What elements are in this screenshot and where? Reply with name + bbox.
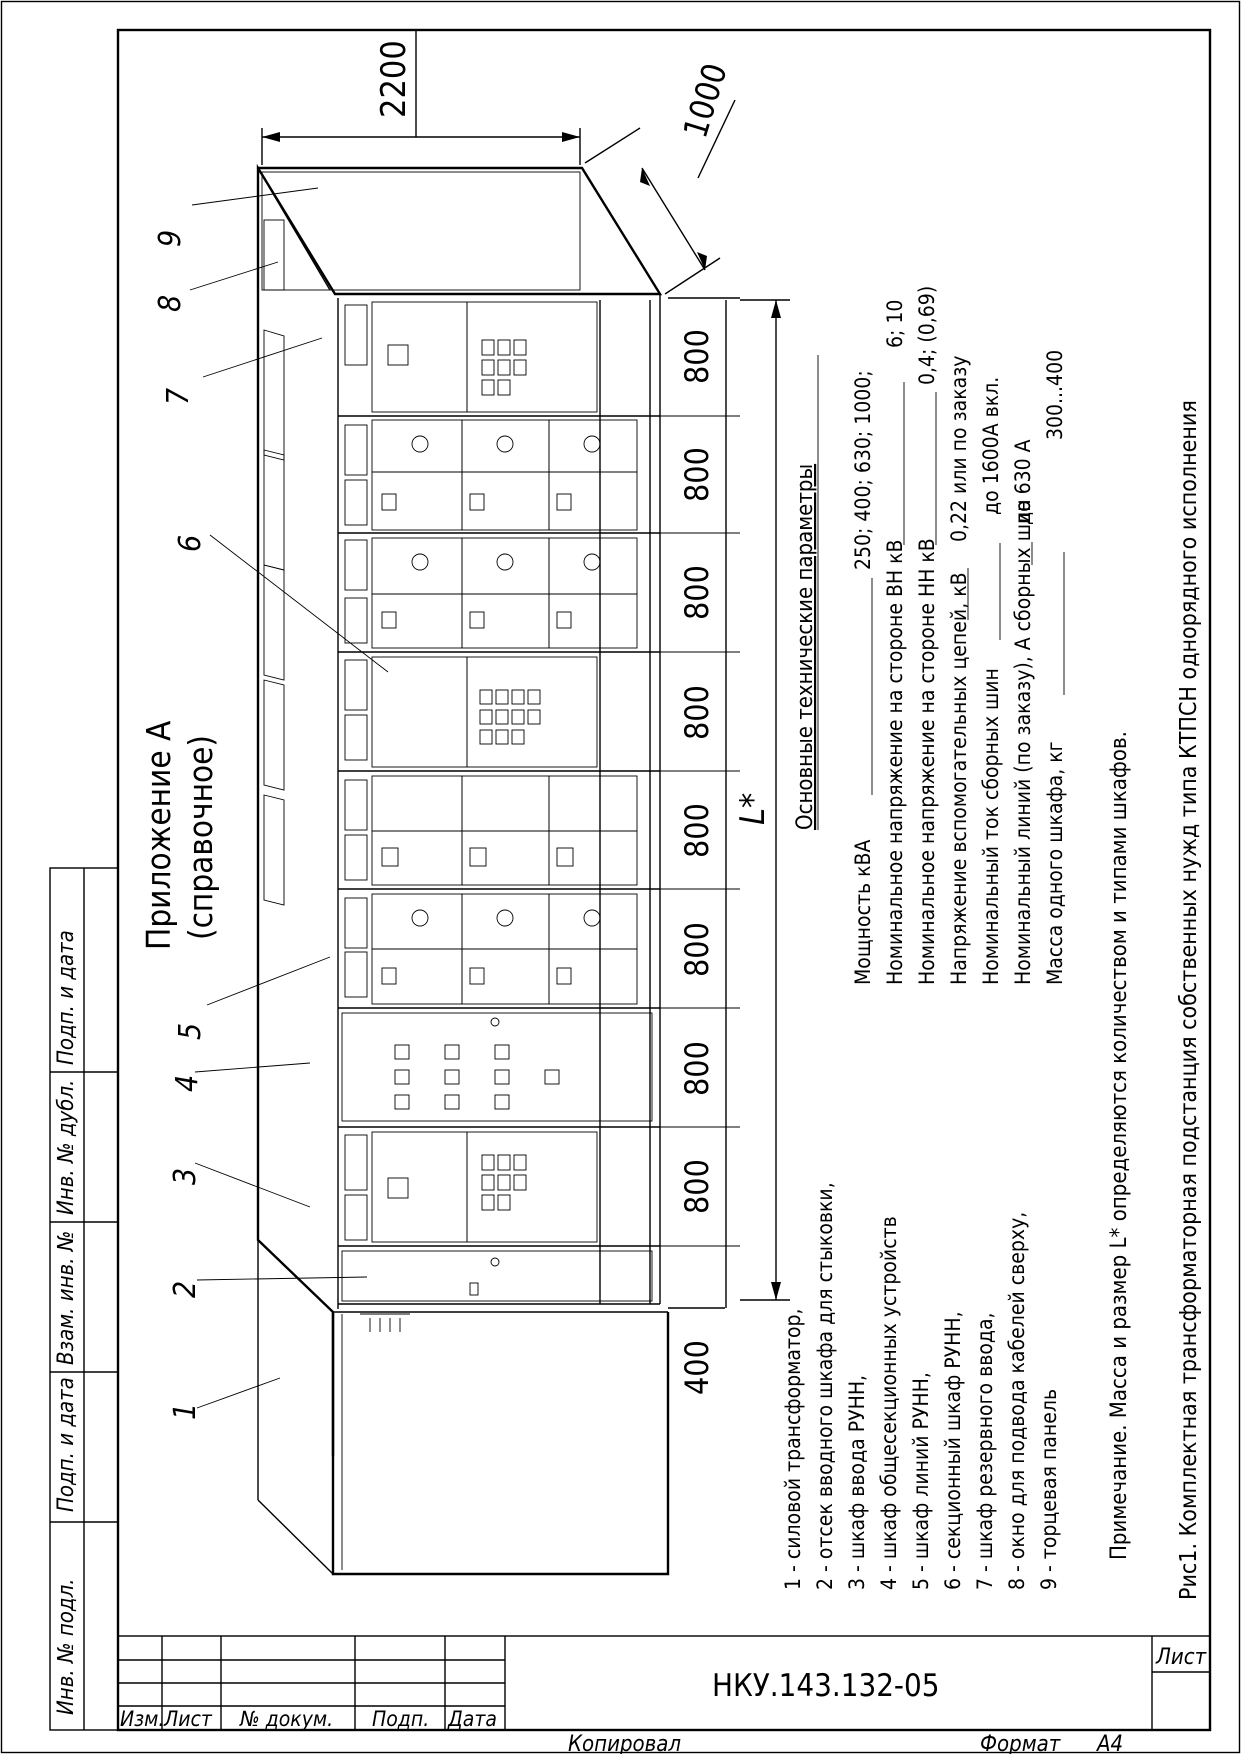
legend-item-7: 8 - окно для подвода кабелей сверху, — [1005, 1212, 1029, 1590]
cabinet-line-2 — [371, 537, 638, 649]
dim-cab-7: 800 — [678, 1159, 716, 1214]
legend-item-5: 6 - секционный шкаф РУНН, — [941, 1311, 965, 1590]
vent-grilles — [344, 304, 368, 1241]
callout-3: 3 — [168, 1168, 203, 1185]
legend-note: Примечание. Масса и размер L* определяют… — [1107, 731, 1132, 1560]
dim-height: 2200 — [374, 40, 414, 118]
specs-heading: Основные технические параметры — [793, 464, 818, 830]
cabinet-3-input — [371, 1131, 598, 1243]
spec-row-5-label: Номинальный линий (по заказу), А сборных… — [1011, 499, 1035, 985]
appendix-title: Приложение А — [139, 720, 178, 950]
callout-9: 9 — [153, 230, 188, 247]
docking-compartment — [341, 1250, 653, 1302]
tb-header-3: Подп. — [372, 1707, 429, 1731]
dim-cab-3: 800 — [678, 685, 716, 740]
title-block: Изм. Лист № докум. Подп. Дата НКУ.143.13… — [117, 1635, 1211, 1731]
sheet-label: Лист — [1155, 1645, 1208, 1670]
spec-row-4-label: Номинальный ток сборных шин — [979, 668, 1003, 985]
format-label: Формат — [980, 1732, 1062, 1754]
spec-row-0-value: 250; 400; 630; 1000; — [851, 370, 875, 570]
cabinet-6-sectional — [371, 656, 598, 768]
substation-drawing — [256, 163, 670, 1576]
dim-cab-1: 800 — [678, 447, 716, 502]
callout-5: 5 — [173, 1023, 208, 1040]
tb-header-4: Дата — [447, 1707, 497, 1731]
callout-6: 6 — [173, 535, 208, 552]
dim-cab-5: 800 — [678, 922, 716, 977]
specs-block: Основные технические параметры Мощность … — [793, 286, 1067, 985]
stamp-cell-4: Подп. и дата — [54, 930, 79, 1065]
dim-depth: 1000 — [675, 59, 734, 143]
callout-8: 8 — [153, 295, 188, 312]
legend-item-4: 5 - шкаф линий РУНН, — [909, 1372, 933, 1590]
stamp-cell-3: Инв. № дубл. — [54, 1080, 79, 1215]
cabinet-line-1 — [371, 419, 638, 531]
spec-row-2-value: 0,4; (0,69) — [915, 286, 939, 385]
side-stamp: Инв. № подл. Подп. и дата Взам. инв. № И… — [49, 867, 119, 1731]
spec-row-1-label: Номинальное напряжение на стороне ВН кВ — [883, 540, 907, 986]
stamp-cell-0: Инв. № подл. — [54, 1578, 79, 1715]
cabinet-7 — [371, 301, 598, 413]
callouts: 1 2 3 4 5 6 7 8 9 — [153, 187, 389, 1420]
cabinet-line-3 — [371, 775, 638, 886]
callout-4: 4 — [170, 1075, 205, 1092]
stamp-cell-2: Взам. инв. № — [54, 1231, 79, 1365]
cabinet-line-4 — [371, 893, 638, 1005]
spec-row-3-label: Напряжение вспомогательных цепей, кВ — [947, 572, 971, 985]
legend-item-8: 9 - торцевая панель — [1037, 1389, 1061, 1590]
power-transformer — [257, 1240, 670, 1576]
callout-2: 2 — [168, 1281, 203, 1298]
spec-row-1-value: 6; 10 — [883, 300, 907, 348]
dim-total-length: L* — [733, 793, 773, 825]
callout-7: 7 — [161, 388, 196, 405]
appendix-note: (справочное) — [181, 735, 220, 940]
stamp-cell-1: Подп. и дата — [54, 1377, 79, 1512]
spec-row-5-value: до 630 А — [1011, 439, 1035, 525]
legend-item-0: 1 - силовой трансформатор, — [781, 1308, 805, 1590]
spec-row-2-label: Номинальное напряжение на стороне НН кВ — [915, 538, 939, 985]
legend-item-1: 2 - отсек вводного шкафа для стыковки, — [813, 1182, 837, 1590]
dim-cab-0: 800 — [678, 329, 716, 384]
format-value: А4 — [1095, 1732, 1123, 1754]
legend-item-2: 3 - шкаф ввода РУНН, — [845, 1375, 869, 1590]
dim-cab-6: 800 — [678, 1041, 716, 1096]
spec-row-3-value: 0,22 или по заказу — [947, 356, 971, 542]
spec-row-0-label: Мощность кВА — [851, 840, 875, 985]
callout-1: 1 — [168, 1403, 203, 1420]
dim-transformer: 400 — [678, 1340, 716, 1395]
document-code: НКУ.143.132-05 — [712, 1668, 939, 1704]
tb-header-1: Лист — [163, 1707, 213, 1731]
tb-header-2: № докум. — [239, 1707, 333, 1731]
spec-row-4-value: до 1600А вкл. — [979, 377, 1003, 515]
legend-caption: Рис1. Комплектная трансформаторная подст… — [1176, 400, 1202, 1600]
legend-block: 1 - силовой трансформатор, 2 - отсек вво… — [781, 400, 1202, 1600]
legend-item-6: 7 - шкаф резервного ввода, — [973, 1312, 997, 1590]
copied-label: Копировал — [568, 1732, 681, 1754]
cabinet-4-general — [341, 1012, 653, 1122]
spec-row-6-label: Масса одного шкафа, кг — [1043, 741, 1067, 985]
dim-cab-2: 800 — [678, 565, 716, 620]
legend-item-3: 4 - шкаф общесекционных устройств — [877, 1216, 901, 1590]
tb-header-0: Изм. — [120, 1707, 164, 1731]
dim-cab-4: 800 — [678, 803, 716, 858]
spec-row-6-value: 300...400 — [1043, 350, 1067, 440]
